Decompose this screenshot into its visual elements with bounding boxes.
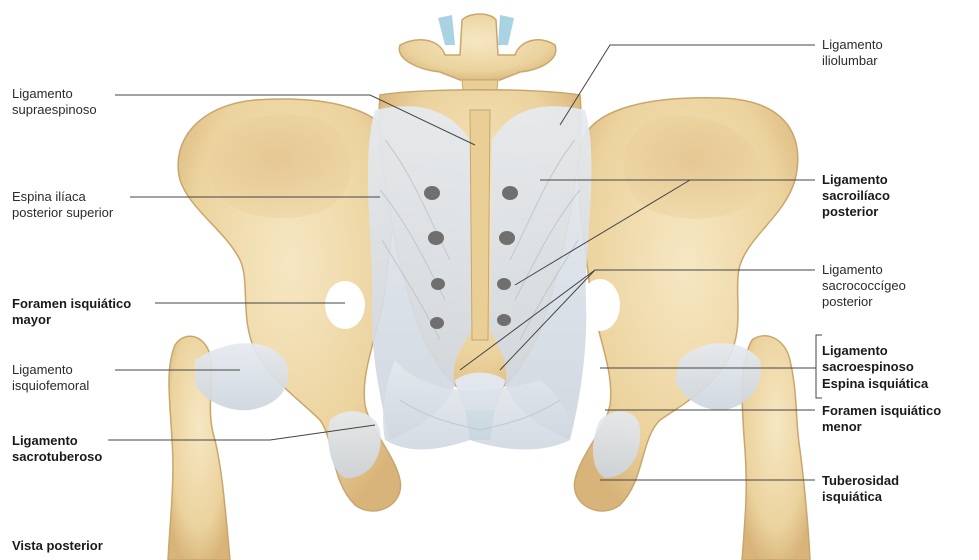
label-ligamento-sacrotuberoso: Ligamento sacrotuberoso xyxy=(12,433,102,465)
label-ligamento-sacroiliaco-posterior: Ligamento sacroilíaco posterior xyxy=(822,172,890,220)
posterior-ligaments xyxy=(368,106,592,449)
label-foramen-isquiatico-menor: Foramen isquiático menor xyxy=(822,403,941,435)
label-espina-isquiatica: Espina isquiática xyxy=(822,376,928,392)
label-ligamento-iliolumbar: Ligamento iliolumbar xyxy=(822,37,883,69)
label-ligamento-supraespinoso: Ligamento supraespinoso xyxy=(12,86,97,118)
label-ligamento-sacrococcigeo-posterior: Ligamento sacrococcígeo posterior xyxy=(822,262,906,310)
label-espina-iliaca: Espina ilíaca posterior superior xyxy=(12,189,113,221)
label-tuberosidad-isquiatica: Tuberosidad isquiática xyxy=(822,473,899,505)
label-ligamento-isquiofemoral: Ligamento isquiofemoral xyxy=(12,362,89,394)
label-ligamento-sacroespinoso: Ligamento sacroespinoso xyxy=(822,343,914,375)
label-foramen-isquiatico-mayor: Foramen isquiático mayor xyxy=(12,296,131,328)
caption-vista-posterior: Vista posterior xyxy=(12,538,103,554)
